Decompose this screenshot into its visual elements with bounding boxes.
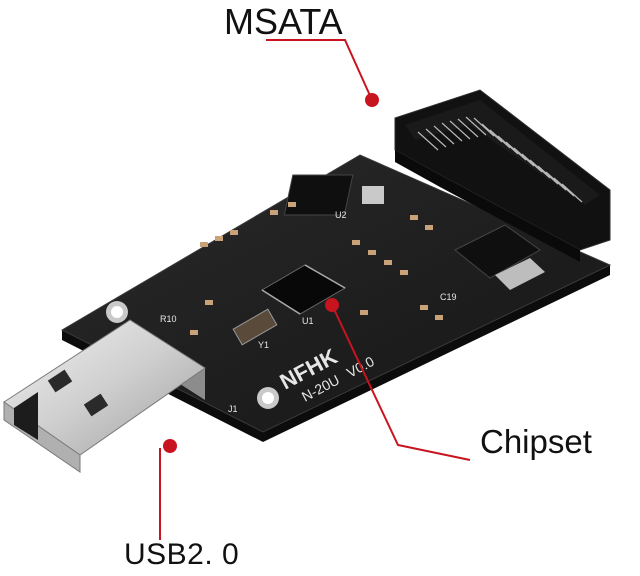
chipset [261, 264, 347, 315]
ref-j1: J1 [228, 404, 238, 414]
usb-hole [83, 393, 109, 417]
usb-a-plug [3, 319, 206, 473]
label-chipset: Chipset [480, 423, 592, 460]
ref-r10: R10 [160, 314, 177, 324]
callout-msata [266, 39, 379, 107]
usb-hole [47, 369, 73, 393]
smd-components [190, 202, 443, 335]
crystal [232, 308, 278, 346]
mounting-hole [257, 387, 279, 409]
msata-connector [394, 89, 611, 262]
voltage-regulator [283, 174, 384, 216]
label-usb: USB2. 0 [124, 538, 240, 571]
ref-y1: Y1 [258, 340, 269, 350]
ref-u1: U1 [302, 316, 314, 326]
power-ic [454, 224, 545, 290]
ref-u2: U2 [335, 210, 347, 220]
mounting-hole [106, 301, 128, 323]
callout-chipset [325, 298, 471, 461]
label-msata: MSATA [224, 1, 343, 42]
ref-c19: C19 [440, 292, 457, 302]
pcb-edge [62, 265, 610, 442]
callout-usb [159, 439, 177, 540]
